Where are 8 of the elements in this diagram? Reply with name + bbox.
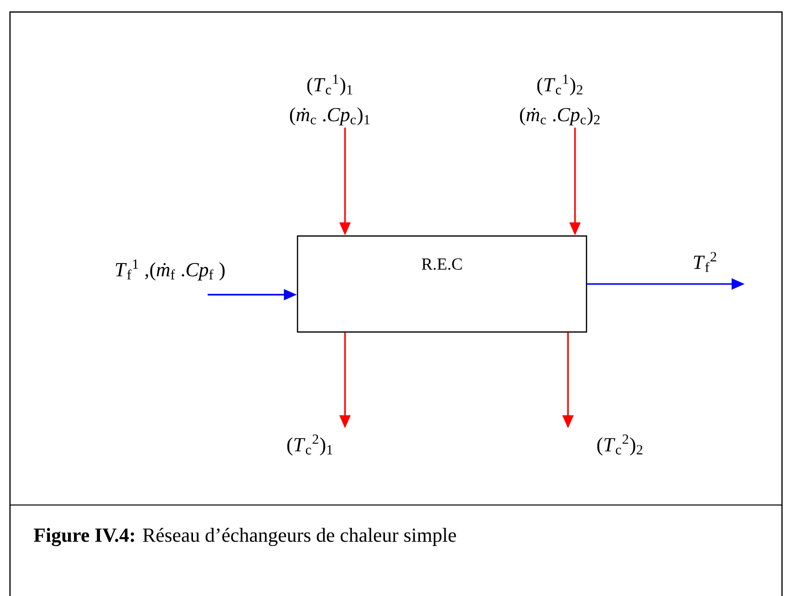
- figure-caption: Figure IV.4: Réseau d’échangeurs de chaleur simple: [34, 528, 456, 546]
- flow-label: (T$_{c}$$^{2}$)$_{2}$: [597, 434, 642, 456]
- process-box: R.E.C: [296, 235, 588, 333]
- flow-label: T$_{f}$$^{1}$ ,(ṁ$_{f}$ .Cp$_{f}$ ): [116, 260, 225, 280]
- flow-label: T$_{f}$2: [694, 252, 716, 272]
- flow-label: (T$_{c}$$^{1}$)$_{1}$ (ṁ$_{c}$ .Cp$_{c}$)$_{1}$: [290, 74, 370, 126]
- flow-label: (T$_{c}$$^{2}$)$_{1}$: [287, 434, 332, 456]
- flow-label: (T$_{c}$$^{1}$)$_{2}$ (ṁ$_{c}$ .Cp$_{c}$)$_{2}$: [520, 74, 600, 126]
